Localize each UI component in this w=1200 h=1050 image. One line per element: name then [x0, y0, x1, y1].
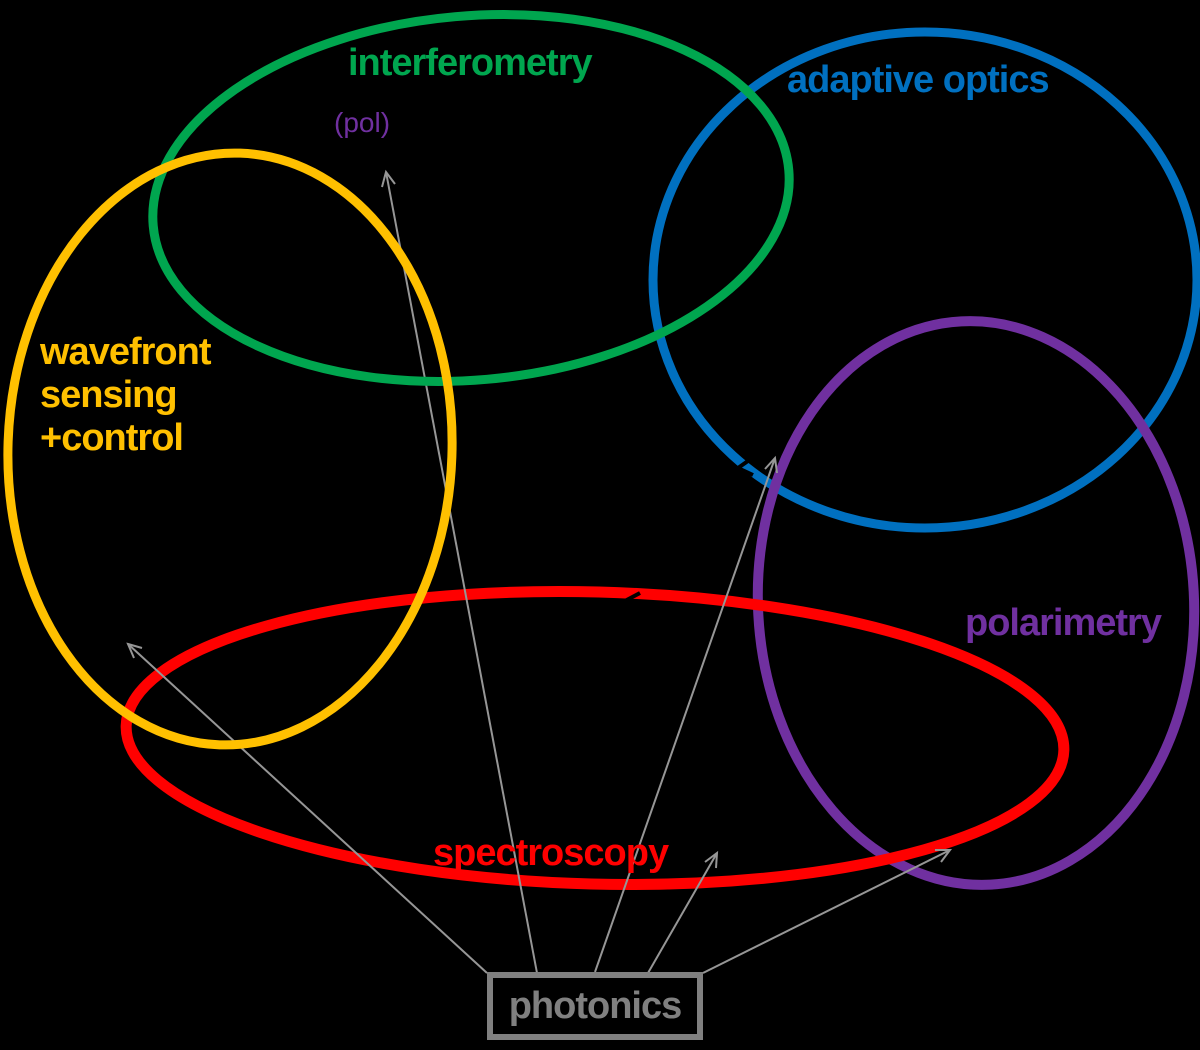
photonics-label: photonics — [508, 984, 683, 1027]
yellow-stroke-nick — [108, 227, 124, 243]
wavefront-label-line2: sensing — [40, 374, 178, 416]
arrow-to-adaptive-optics — [594, 455, 778, 973]
red-stroke-chevron — [616, 591, 641, 612]
spectroscopy-ellipse — [120, 586, 1070, 890]
arrow-to-interferometry — [381, 169, 538, 974]
wavefront-ellipse — [3, 148, 457, 750]
wavefront-label-line3: +control — [40, 417, 184, 459]
arrow-to-polarimetry — [702, 849, 952, 974]
blue-stroke-chevron — [734, 454, 757, 477]
polarimetry-label: polarimetry — [965, 602, 1162, 644]
interferometry-label: interferometry — [348, 42, 593, 84]
adaptive-optics-label: adaptive optics — [787, 59, 1050, 101]
pol-note-label: (pol) — [334, 107, 391, 138]
arrow-to-wavefront — [126, 642, 488, 974]
arrow-to-spectroscopy — [647, 850, 719, 974]
wavefront-label: wavefront sensing +control — [40, 331, 211, 460]
adaptive-optics-circle — [648, 27, 1200, 533]
stroke-artifacts — [108, 227, 757, 612]
interferometry-ellipse — [148, 10, 794, 386]
photonics-arrows — [126, 169, 952, 974]
polarimetry-circle — [752, 316, 1200, 890]
wavefront-label-line1: wavefront — [40, 331, 211, 373]
photonics-box: photonics — [487, 972, 703, 1040]
spectroscopy-label: spectroscopy — [433, 832, 669, 874]
